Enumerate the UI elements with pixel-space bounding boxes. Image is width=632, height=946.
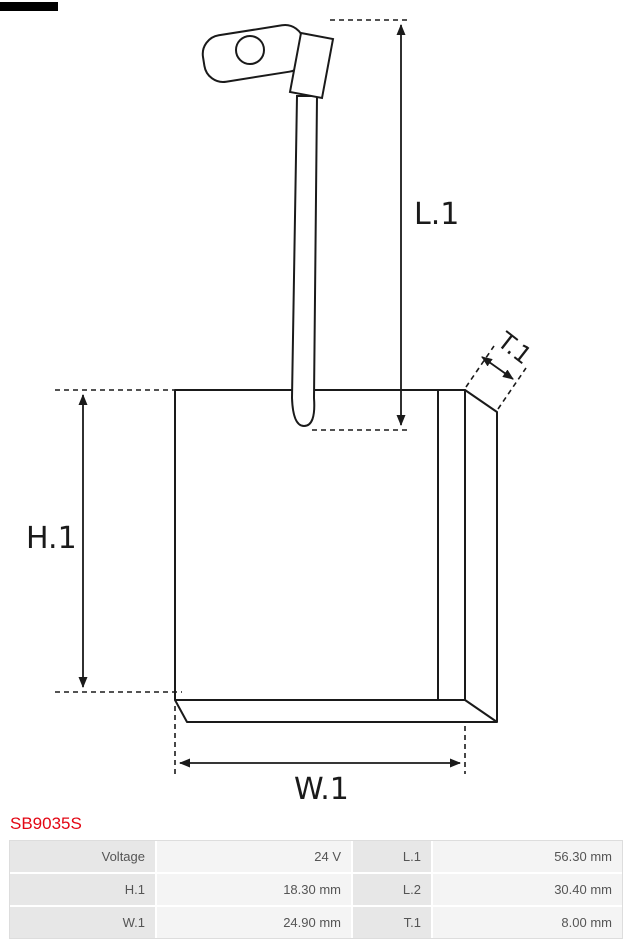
spec-label: T.1 [353, 907, 431, 938]
spec-value: 56.30 mm [433, 841, 622, 872]
spec-table: Voltage 24 V L.1 56.30 mm H.1 18.30 mm L… [9, 840, 623, 939]
dimension-extension-lines [55, 19, 527, 774]
spec-value: 30.40 mm [433, 874, 622, 905]
spec-value: 24 V [157, 841, 351, 872]
spec-label: Voltage [10, 841, 155, 872]
spec-label: L.1 [353, 841, 431, 872]
spec-label: L.2 [353, 874, 431, 905]
spec-value: 18.30 mm [157, 874, 351, 905]
dimension-t1-label: T.1 [492, 326, 537, 370]
terminal-connector [201, 24, 335, 100]
dimension-w1-label: W.1 [294, 772, 349, 807]
brush-technical-drawing: L.1 H.1 W.1 T.1 [0, 2, 537, 807]
dimension-arrows [78, 24, 514, 768]
spec-value: 8.00 mm [433, 907, 622, 938]
spec-label: W.1 [10, 907, 155, 938]
terminal-hole [235, 35, 265, 65]
spec-label: H.1 [10, 874, 155, 905]
part-number[interactable]: SB9035S [10, 814, 82, 833]
dimension-l1-label: L.1 [414, 197, 459, 232]
brush-body [174, 389, 498, 723]
logo-fragment [0, 2, 58, 11]
dimension-h1-label: H.1 [26, 521, 77, 556]
spec-value: 24.90 mm [157, 907, 351, 938]
brush-lead-wire [290, 95, 319, 428]
dimension-t1-arrow [481, 356, 514, 380]
